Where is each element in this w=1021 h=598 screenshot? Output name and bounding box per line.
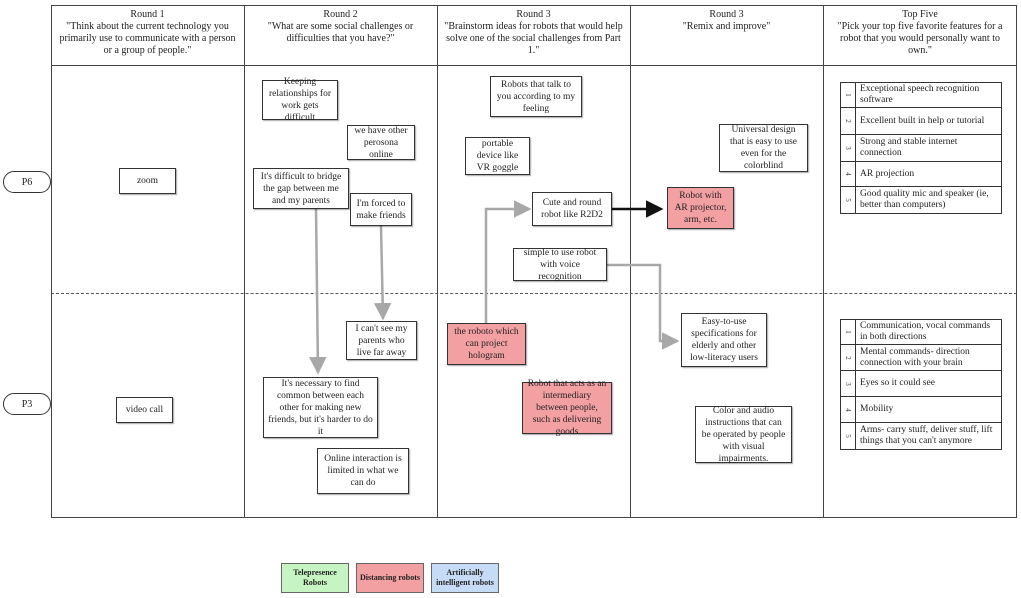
legend-artificial: Artificially intelligent robots [431, 563, 499, 593]
note-universal-design: Universal design that is easy to use eve… [719, 124, 808, 172]
top-five-list-p6: 1 Exceptional speech recognition softwar… [840, 82, 1002, 214]
column-title: Round 2 [323, 9, 358, 20]
top-five-item: 3 Strong and stable internet connection [840, 134, 1002, 162]
note-robot-intermediary: Robot that acts as an intermediary betwe… [522, 379, 612, 437]
item-text: AR projection [860, 168, 915, 179]
column-divider [437, 5, 438, 518]
row-divider [51, 293, 1017, 294]
note-video-call: video call [116, 397, 173, 423]
row-label-p3: P3 [3, 393, 51, 415]
note-necessary-common: It's necessary to find common between ea… [263, 377, 378, 438]
top-five-item: 2 Excellent built in help or tutorial [840, 107, 1002, 135]
item-number: 2 [841, 108, 856, 134]
item-text: Arms- carry stuff, deliver stuff, lift t… [860, 425, 993, 446]
item-number: 2 [841, 345, 856, 370]
column-question: "Remix and improve" [682, 21, 771, 32]
note-other-persona: we have other perosona online [347, 125, 415, 160]
column-question: "Think about the current technology you … [59, 21, 236, 56]
column-title: Round 3 [709, 9, 744, 20]
column-header-remix: Round 3 "Remix and improve" [630, 9, 823, 33]
note-robots-talk: Robots that talk to you according to my … [490, 76, 582, 117]
item-text: Eyes so it could see [860, 378, 935, 388]
item-number: 3 [841, 135, 856, 161]
column-question: "Pick your top five favorite features fo… [837, 21, 1003, 56]
top-five-item: 4 AR projection [840, 161, 1002, 187]
note-portable-device: portable device like VR goggle [465, 137, 530, 175]
note-cant-see-parents: I can't see my parents who live far away [346, 321, 417, 360]
item-number: 4 [841, 162, 856, 186]
note-keeping-relationships: Keeping relationships for work gets diff… [262, 77, 338, 123]
column-header-round2: Round 2 "What are some social challenges… [244, 9, 437, 45]
column-title: Round 1 [130, 9, 165, 20]
column-divider [630, 5, 631, 518]
legend-distancing: Distancing robots [356, 563, 424, 593]
header-divider [51, 65, 1017, 66]
top-five-item: 2 Mental commands- direction connection … [840, 344, 1002, 371]
column-divider [823, 5, 824, 518]
column-header-round1: Round 1 "Think about the current technol… [51, 9, 244, 57]
top-five-item: 3 Eyes so it could see [840, 370, 1002, 397]
item-text: Communication, vocal commands in both di… [860, 321, 991, 342]
top-five-item: 1 Exceptional speech recognition softwar… [840, 82, 1002, 108]
item-text: Mental commands- direction connection wi… [860, 346, 970, 368]
item-text: Excellent built in help or tutorial [860, 115, 985, 126]
item-number: 5 [841, 423, 856, 449]
item-number: 1 [841, 83, 856, 107]
top-five-list-p3: 1 Communication, vocal commands in both … [840, 319, 1002, 450]
note-simple-voice: simple to use robot with voice recogniti… [513, 248, 607, 282]
note-cute-round: Cute and round robot like R2D2 [532, 192, 612, 226]
item-text: Exceptional speech recognition software [860, 84, 980, 105]
note-difficult-bridge: It's difficult to bridge the gap between… [253, 168, 349, 209]
note-color-audio: Color and audio instructions that can be… [695, 406, 792, 464]
legend-telepresence: Telepresence Robots [281, 563, 349, 593]
top-five-item: 1 Communication, vocal commands in both … [840, 319, 1002, 345]
column-header-round3: Round 3 "Brainstorm ideas for robots tha… [437, 9, 630, 57]
note-forced-friends: I'm forced to make friends [350, 193, 412, 226]
note-easy-specs: Easy-to-use specifications for elderly a… [681, 313, 767, 367]
column-header-topfive: Top Five "Pick your top five favorite fe… [823, 9, 1017, 57]
column-question: "What are some social challenges or diff… [267, 21, 414, 44]
item-text: Strong and stable internet connection [860, 137, 958, 158]
item-number: 4 [841, 397, 856, 422]
top-five-item: 5 Arms- carry stuff, deliver stuff, lift… [840, 422, 1002, 450]
item-number: 3 [841, 371, 856, 396]
column-divider [244, 5, 245, 518]
item-text: Mobility [860, 404, 894, 414]
note-online-limited: Online interaction is limited in what we… [317, 448, 409, 494]
column-title: Top Five [902, 9, 938, 20]
item-text: Good quality mic and speaker (ie, better… [860, 189, 989, 210]
column-question: "Brainstorm ideas for robots that would … [444, 21, 623, 56]
grid-frame [51, 5, 1017, 518]
note-zoom: zoom [119, 168, 176, 194]
note-robot-ar: Robot with AR projector, arm, etc. [667, 187, 734, 229]
column-title: Round 3 [516, 9, 551, 20]
item-number: 1 [841, 320, 856, 344]
row-label-p6: P6 [3, 171, 51, 193]
top-five-item: 4 Mobility [840, 396, 1002, 423]
note-roboto-hologram: the roboto which can project hologram [447, 323, 526, 365]
item-number: 5 [841, 187, 856, 213]
top-five-item: 5 Good quality mic and speaker (ie, bett… [840, 186, 1002, 214]
